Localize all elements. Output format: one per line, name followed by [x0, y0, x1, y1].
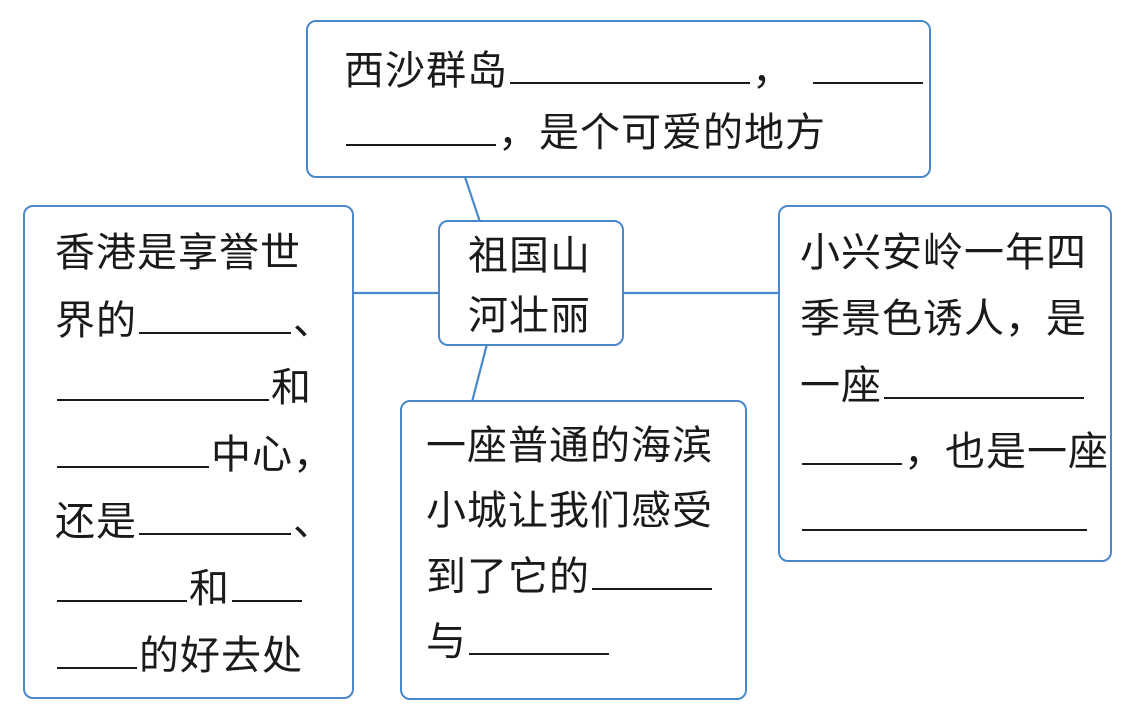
- answer-blank[interactable]: [57, 430, 209, 468]
- text: 香港是享誉世: [55, 230, 301, 276]
- node-center-topic: 祖国山 河壮丽: [438, 220, 624, 346]
- text: 、: [293, 298, 334, 344]
- text: 还是: [55, 499, 137, 545]
- answer-blank[interactable]: [139, 296, 291, 334]
- answer-blank[interactable]: [57, 631, 137, 669]
- text: 西沙群岛: [344, 48, 508, 94]
- text: 一座: [800, 363, 882, 409]
- answer-blank[interactable]: [232, 564, 302, 602]
- node-seaside-town: 一座普通的海滨 小城让我们感受 到了它的 与: [400, 400, 747, 700]
- text: 和: [271, 365, 312, 411]
- answer-blank[interactable]: [57, 363, 269, 401]
- answer-blank[interactable]: [57, 564, 187, 602]
- answer-blank[interactable]: [139, 497, 291, 535]
- center-line-1: 祖国山: [468, 233, 591, 279]
- text: 小兴安岭一年四: [800, 230, 1087, 276]
- node-xisha-islands: 西沙群岛 ， ，是个可爱的地方: [306, 20, 931, 178]
- connector-bottom: [470, 343, 489, 403]
- text: 小城让我们感受: [426, 488, 713, 534]
- text: 与: [426, 619, 467, 665]
- answer-blank[interactable]: [510, 46, 750, 84]
- answer-blank[interactable]: [802, 427, 902, 465]
- center-line-2: 河壮丽: [468, 293, 591, 339]
- answer-blank[interactable]: [346, 108, 496, 146]
- text: 、: [293, 499, 334, 545]
- node-xiaoxinganling: 小兴安岭一年四 季景色诱人，是 一座 ，也是一座: [778, 205, 1112, 562]
- text: 一座普通的海滨: [426, 423, 713, 469]
- text: 界的: [55, 298, 137, 344]
- text: ，也是一座: [904, 429, 1109, 475]
- text: 中心，: [211, 432, 334, 478]
- text: 季景色诱人，是: [800, 296, 1087, 342]
- answer-blank[interactable]: [592, 552, 712, 590]
- text: 和: [189, 566, 230, 612]
- answer-blank[interactable]: [802, 493, 1087, 531]
- text: ，: [752, 48, 793, 94]
- node-hong-kong: 香港是享誉世 界的、 和 中心， 还是、 和 的好去处: [23, 205, 354, 699]
- text: 到了它的: [426, 554, 590, 600]
- text: 的好去处: [139, 633, 303, 679]
- connector-top: [463, 176, 482, 223]
- answer-blank[interactable]: [884, 361, 1084, 399]
- text: ，是个可爱的地方: [498, 110, 826, 156]
- answer-blank[interactable]: [469, 617, 609, 655]
- answer-blank[interactable]: [813, 46, 923, 84]
